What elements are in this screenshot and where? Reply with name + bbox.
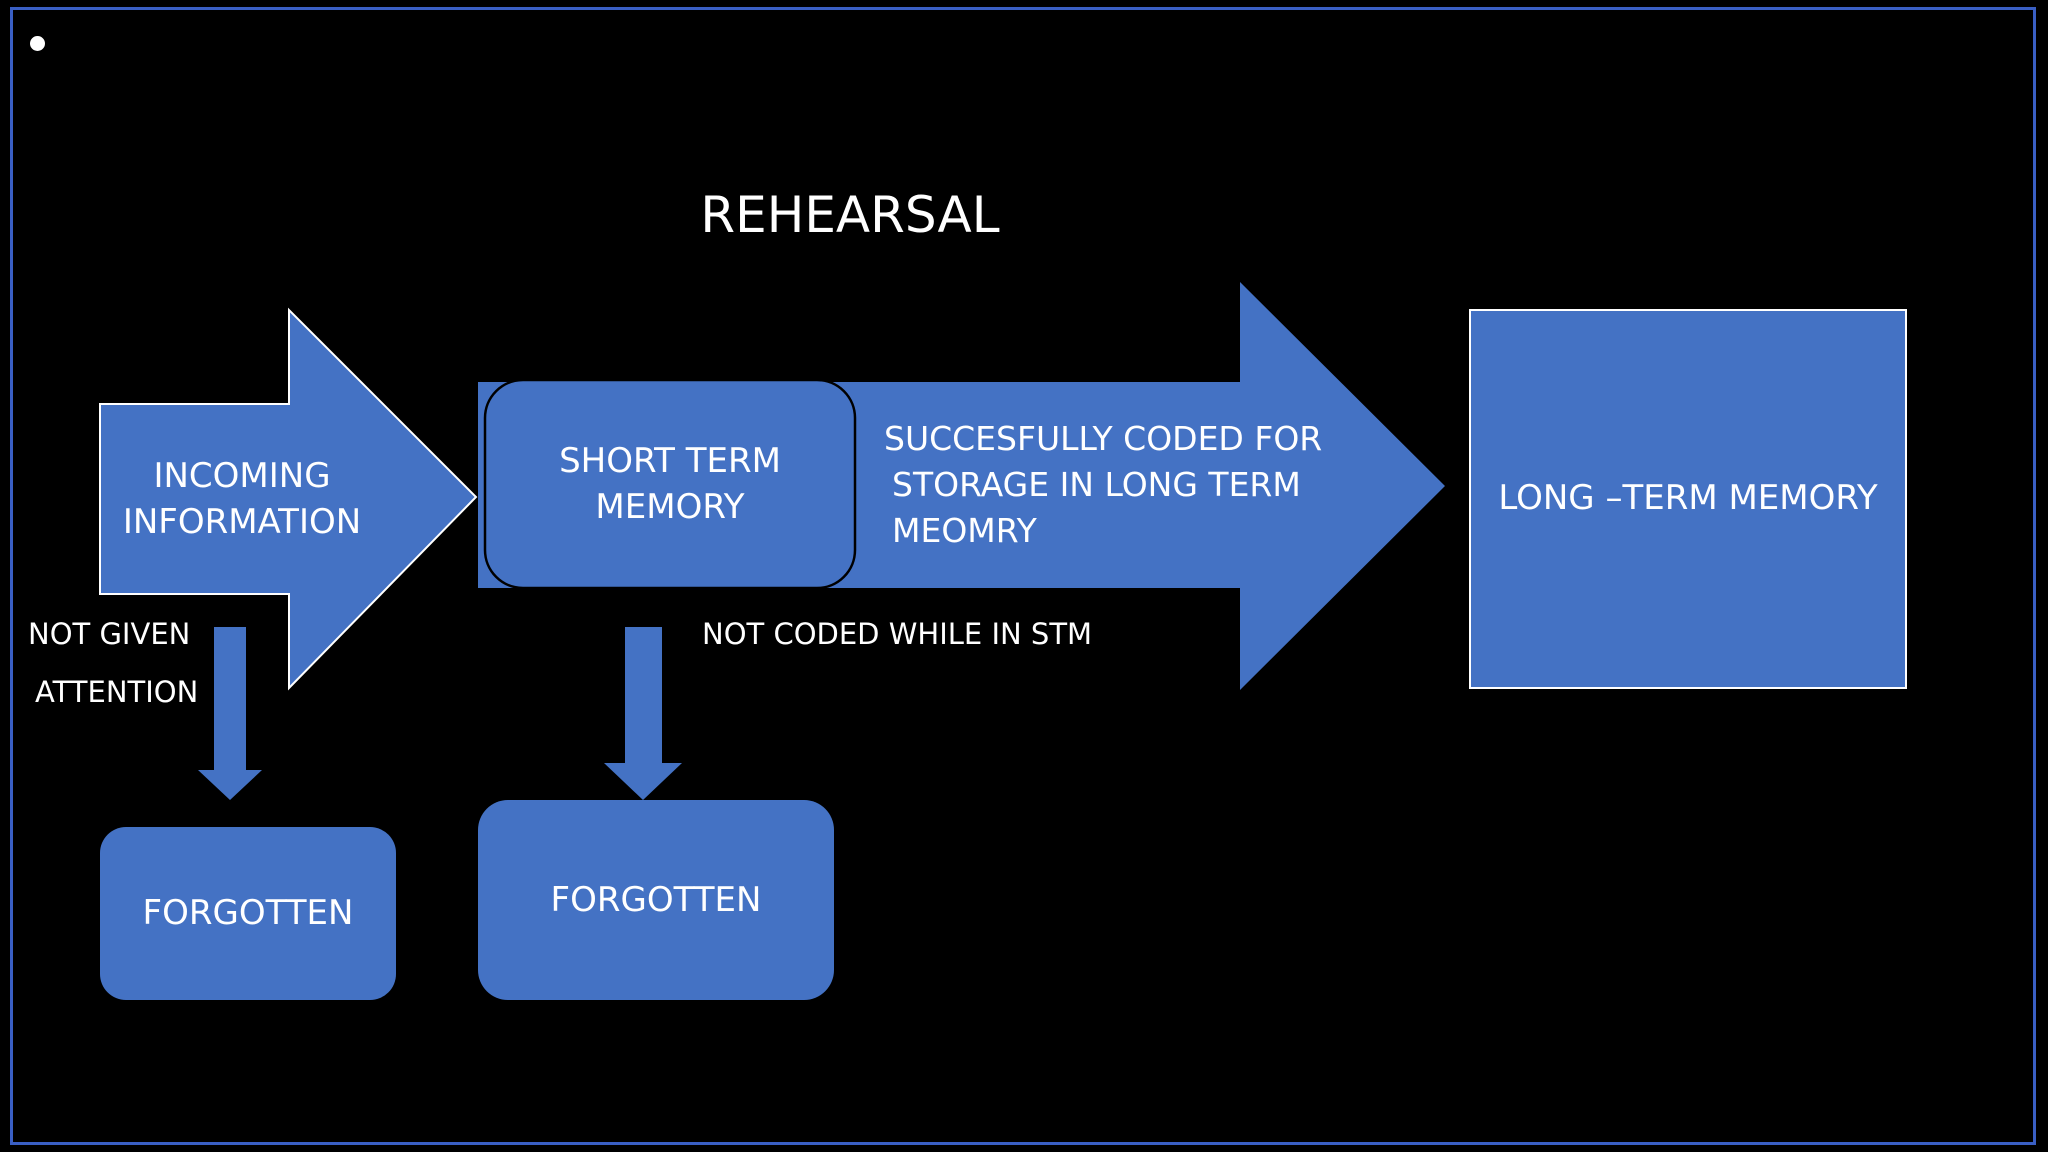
rehearsal-title: REHEARSAL <box>700 186 1000 244</box>
down-arrow-not-given-attention <box>198 627 262 800</box>
not-coded-label: NOT CODED WHILE IN STM <box>702 617 1093 651</box>
short-term-memory-label: SHORT TERM MEMORY <box>490 438 850 530</box>
down-arrow-not-coded <box>604 627 682 800</box>
incoming-arrow <box>99 307 478 691</box>
successfully-coded-label: SUCCESFULLY CODED FOR STORAGE IN LONG TE… <box>884 416 1384 554</box>
forgotten-box-2 <box>478 800 834 1000</box>
forgotten-2-label: FORGOTTEN <box>550 880 762 920</box>
incoming-line-2: INFORMATION <box>122 502 362 542</box>
long-term-memory-label: LONG –TERM MEMORY <box>1498 478 1878 518</box>
attention-label: ATTENTION <box>35 675 199 709</box>
not-given-label: NOT GIVEN <box>28 617 191 651</box>
forgotten-1-label: FORGOTTEN <box>142 893 354 933</box>
coded-line-1: SUCCESFULLY CODED FOR <box>884 419 1323 458</box>
incoming-line-1: INCOMING <box>153 456 331 496</box>
stm-line-2: MEMORY <box>595 487 745 527</box>
stm-line-1: SHORT TERM <box>559 441 781 481</box>
long-term-memory-box <box>1469 309 1907 689</box>
incoming-information-label: INCOMING INFORMATION <box>102 453 382 545</box>
bullet-dot <box>30 36 45 51</box>
slide-frame <box>10 7 2036 1145</box>
forgotten-box-1 <box>100 827 396 1000</box>
coded-line-3: MEOMRY <box>892 511 1037 550</box>
short-term-memory-box <box>483 378 857 590</box>
coded-line-2: STORAGE IN LONG TERM <box>892 465 1301 504</box>
